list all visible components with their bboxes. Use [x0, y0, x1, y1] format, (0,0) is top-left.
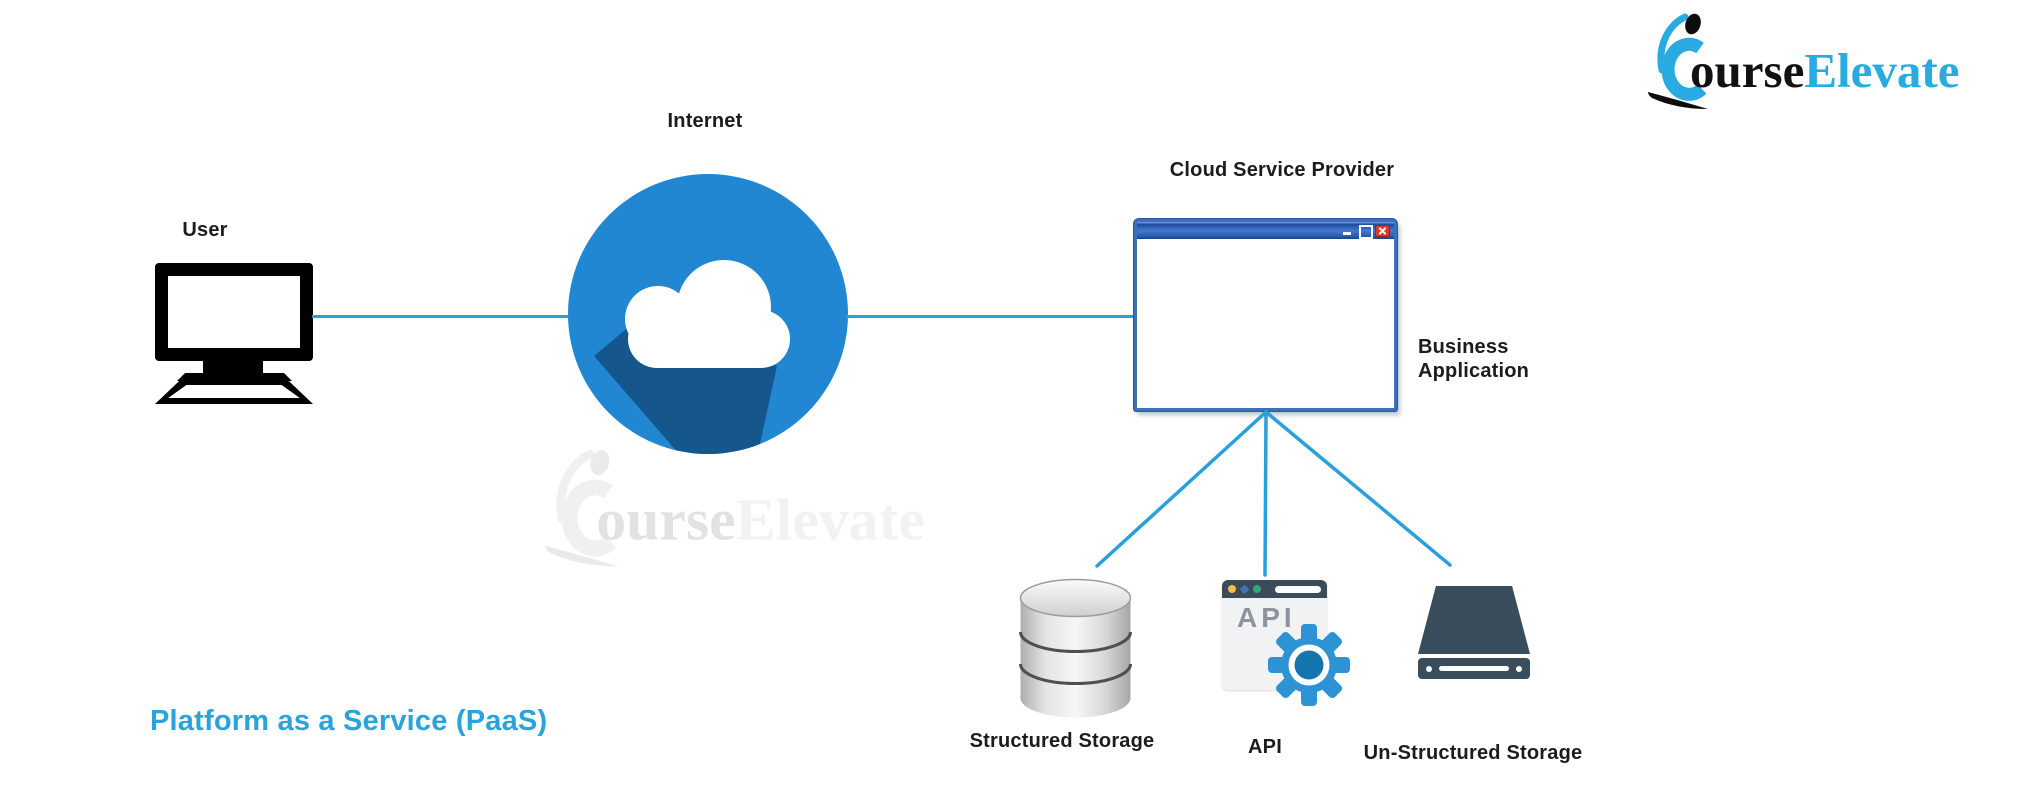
watermark-text-elevate: Elevate — [735, 485, 925, 553]
gear-icon — [1268, 624, 1350, 706]
business-application-label: Business Application — [1418, 335, 1598, 383]
business-label-line1: Business — [1418, 336, 1509, 358]
person-with-c-swoosh-icon — [1648, 13, 1708, 109]
unstructured-storage-label: Un-Structured Storage — [1363, 742, 1583, 764]
database-cylinder-icon — [1019, 578, 1132, 718]
business-label-line2: Application — [1418, 360, 1530, 382]
address-bar-icon — [1275, 585, 1321, 593]
watermark-logo: ourseElevate — [545, 448, 925, 570]
cloud-in-circle-icon — [568, 174, 848, 454]
connector-user-internet — [312, 315, 570, 318]
api-window-header — [1222, 580, 1327, 598]
drive-led-icon — [1426, 665, 1432, 672]
connector-internet-provider — [846, 315, 1136, 318]
window-titlebar — [1137, 222, 1394, 239]
drive-led-icon — [1516, 665, 1522, 672]
browser-window-icon — [1134, 219, 1397, 411]
internet-label: Internet — [667, 110, 743, 132]
user-label: User — [182, 219, 228, 241]
logo-wordmark: ourseElevate — [1690, 46, 1959, 95]
cloud-icon — [625, 260, 793, 370]
provider-label: Cloud Service Provider — [1169, 159, 1395, 181]
minimize-icon — [1341, 225, 1354, 236]
api-window-text: API — [1237, 602, 1296, 633]
close-icon — [1375, 224, 1390, 237]
watermark-text-course: ourse — [596, 485, 736, 553]
watermark-wordmark: ourseElevate — [596, 489, 925, 549]
courseelevate-logo: ourseElevate — [1648, 12, 1959, 112]
blue-dot-icon — [1239, 584, 1250, 594]
desktop-computer-icon — [155, 263, 313, 404]
logo-text-course: ourse — [1690, 43, 1805, 98]
maximize-icon — [1358, 225, 1373, 239]
drive-slot-icon — [1439, 666, 1509, 671]
yellow-dot-icon — [1228, 585, 1236, 593]
logo-text-elevate: Elevate — [1804, 43, 1960, 98]
monitor-icon — [155, 263, 313, 361]
green-dot-icon — [1253, 585, 1261, 593]
person-with-c-swoosh-icon — [545, 449, 619, 567]
connector-provider-fanout — [1095, 410, 1452, 577]
structured-storage-label: Structured Storage — [969, 730, 1155, 752]
page-title: Platform as a Service (PaaS) — [150, 705, 548, 737]
disk-drive-icon — [1418, 586, 1530, 682]
api-label: API — [1248, 736, 1282, 758]
